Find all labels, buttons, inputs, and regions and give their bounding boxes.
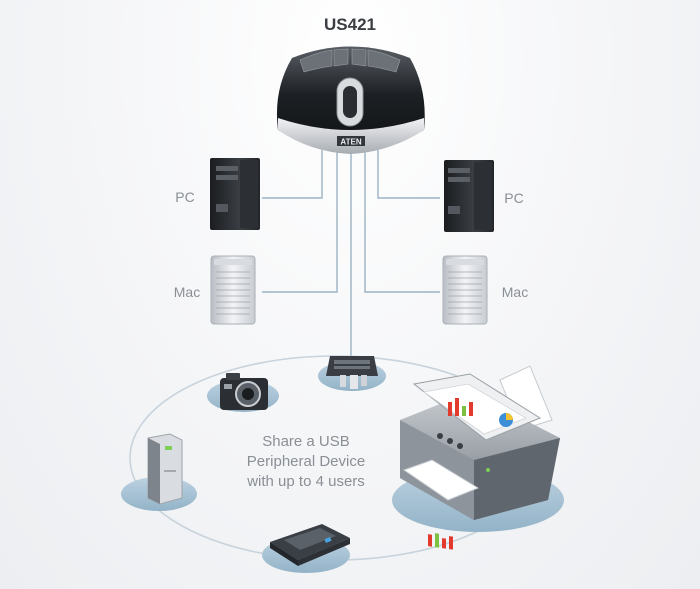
brand-logo: ATEN bbox=[340, 138, 361, 147]
line-right-mac bbox=[364, 150, 440, 293]
mac-tower-right-icon bbox=[442, 255, 488, 325]
caption-line-1: Share a USB bbox=[262, 433, 350, 450]
line-left-pc bbox=[262, 150, 323, 199]
line-right-pc bbox=[377, 150, 440, 199]
scanner-icon bbox=[270, 524, 350, 566]
connector-lines bbox=[262, 150, 440, 356]
printer-icon bbox=[400, 365, 560, 550]
us421-switch: ATEN bbox=[276, 46, 425, 154]
camera-icon bbox=[220, 373, 268, 410]
device-title: US421 bbox=[324, 15, 376, 34]
pc-tower-left-icon bbox=[210, 158, 260, 230]
host-label-left-pc: PC bbox=[175, 189, 194, 205]
card-reader-icon bbox=[326, 356, 378, 389]
external-drive-icon bbox=[147, 433, 183, 505]
caption-line-2: Peripheral Device bbox=[247, 453, 365, 470]
host-label-left-mac: Mac bbox=[174, 284, 200, 300]
caption-line-3: with up to 4 users bbox=[246, 473, 365, 490]
pc-tower-right-icon bbox=[444, 160, 494, 232]
host-label-right-pc: PC bbox=[504, 190, 523, 206]
caption: Share a USB Peripheral Device with up to… bbox=[246, 433, 365, 490]
host-label-right-mac: Mac bbox=[502, 284, 528, 300]
line-left-mac bbox=[262, 150, 338, 293]
mac-tower-left-icon bbox=[210, 255, 256, 325]
